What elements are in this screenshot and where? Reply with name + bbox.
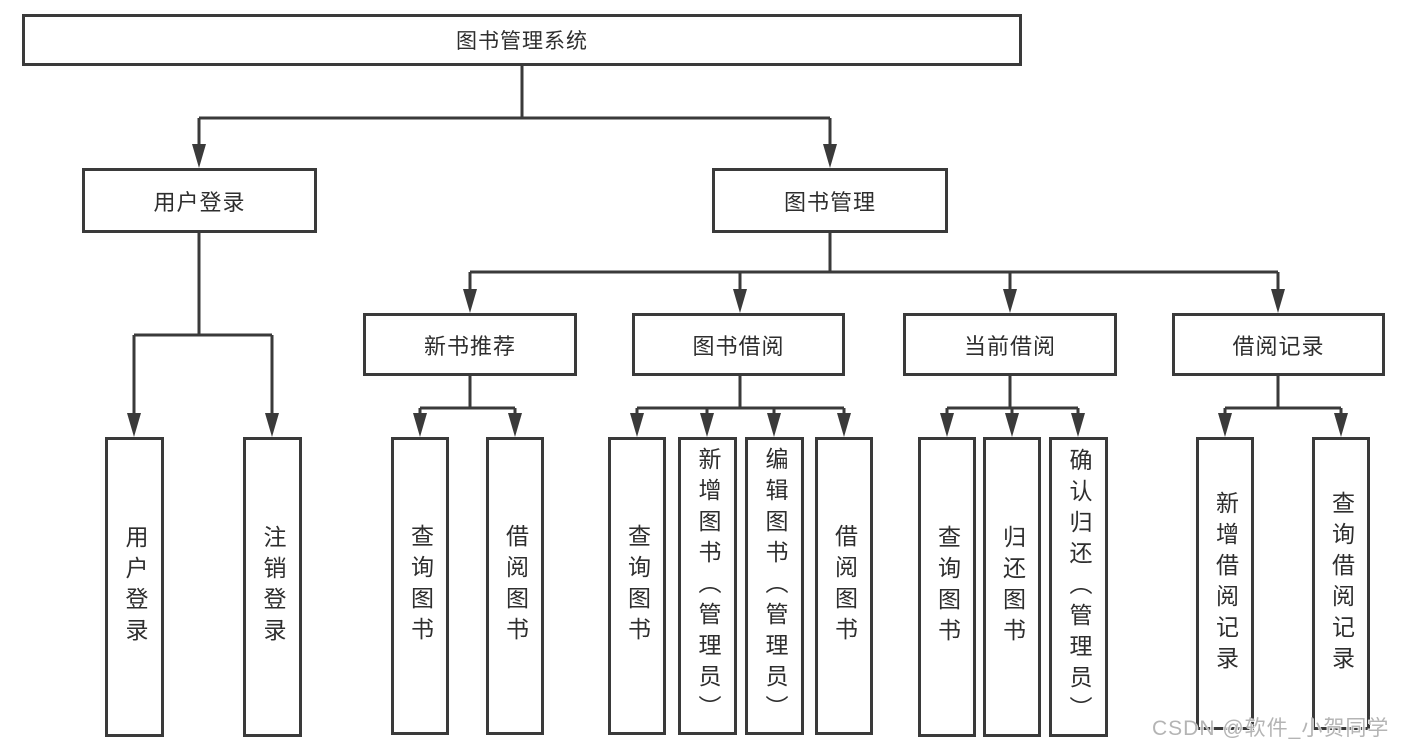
leaf-label: 编辑图书（管理员） (762, 446, 788, 726)
node-label: 用户登录 (153, 189, 246, 215)
node-user-login: 用户登录 (82, 168, 317, 233)
leaf-user-login: 用户登录 (105, 437, 164, 737)
node-label: 当前借阅 (963, 333, 1056, 359)
leaf-label: 新增借阅记录 (1212, 490, 1239, 677)
leaf-query-books-recommend: 查询图书 (391, 437, 449, 735)
leaf-label: 查询图书 (407, 524, 434, 648)
leaf-add-borrow-record: 新增借阅记录 (1196, 437, 1254, 730)
leaf-label: 确认归还（管理员） (1066, 447, 1092, 727)
node-book-management: 图书管理 (712, 168, 948, 233)
csdn-watermark: CSDN @软件_小贺同学 (1152, 717, 1390, 740)
leaf-borrow-books: 借阅图书 (815, 437, 873, 735)
connector-book-management-branch (468, 233, 1280, 290)
leaf-logout: 注销登录 (243, 437, 302, 737)
leaf-label: 注销登录 (260, 525, 286, 649)
leaf-query-books-current: 查询图书 (918, 437, 976, 737)
leaf-label: 借阅图书 (831, 524, 858, 648)
leaf-edit-book-admin: 编辑图书（管理员） (745, 437, 804, 735)
leaf-query-books-borrow: 查询图书 (608, 437, 666, 735)
connector-root-to-level1 (197, 66, 832, 145)
node-new-book-recommend: 新书推荐 (363, 313, 577, 376)
node-borrow-records: 借阅记录 (1172, 313, 1385, 376)
node-label: 图书管理 (783, 189, 876, 215)
node-book-borrow: 图书借阅 (632, 313, 845, 376)
leaf-query-borrow-record: 查询借阅记录 (1312, 437, 1370, 730)
leaf-add-book-admin: 新增图书（管理员） (678, 437, 737, 735)
node-label: 图书借阅 (692, 333, 785, 359)
connector-user-login-branch (132, 233, 274, 414)
leaf-borrow-books-recommend: 借阅图书 (486, 437, 544, 735)
leaf-label: 查询图书 (624, 524, 651, 648)
node-current-borrow: 当前借阅 (903, 313, 1117, 376)
node-label: 借阅记录 (1232, 333, 1325, 359)
connector-book-borrow-branch (635, 376, 846, 414)
connector-current-borrow-branch (945, 376, 1080, 414)
leaf-label: 用户登录 (122, 525, 148, 649)
leaf-label: 查询借阅记录 (1328, 490, 1355, 677)
leaf-label: 新增图书（管理员） (695, 446, 721, 726)
leaf-confirm-return-admin: 确认归还（管理员） (1049, 437, 1108, 737)
leaf-label: 查询图书 (934, 525, 961, 649)
connector-borrow-records-branch (1223, 376, 1343, 414)
node-library-management-system: 图书管理系统 (22, 14, 1022, 66)
leaf-label: 归还图书 (999, 525, 1026, 649)
leaf-label: 借阅图书 (502, 524, 529, 648)
leaf-return-books: 归还图书 (983, 437, 1041, 737)
node-label: 新书推荐 (423, 333, 516, 359)
connector-new-book-branch (418, 376, 517, 414)
node-label: 图书管理系统 (456, 30, 588, 53)
